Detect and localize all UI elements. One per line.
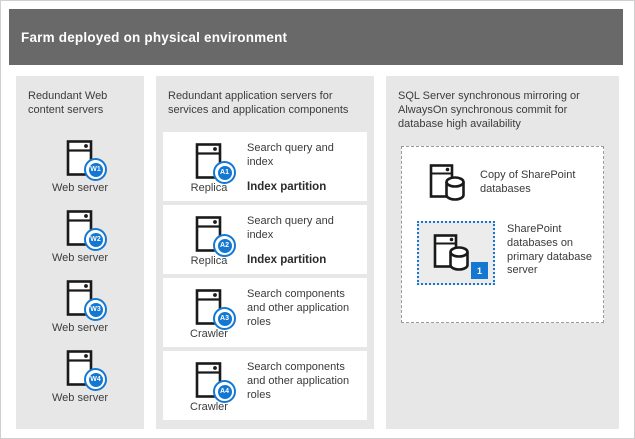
panel-sql-title: SQL Server synchronous mirroring or Alwa… bbox=[398, 90, 580, 131]
web-server-list: W1 Web server W2 Web server W3 bbox=[16, 139, 144, 419]
primary-number-badge: 1 bbox=[471, 262, 488, 279]
app-card-bold-label: Index partition bbox=[247, 253, 327, 266]
web-server-item: W3 Web server bbox=[16, 279, 144, 349]
sql-high-availability-group: Copy of SharePoint databases 1 SharePoin… bbox=[401, 146, 604, 323]
app-server-card: A1 Replica Search query and index Index … bbox=[163, 132, 367, 202]
server-icon-wrap: W4 bbox=[65, 349, 107, 392]
app-card-description: Search query and index bbox=[247, 142, 334, 168]
app-server-role: Replica bbox=[190, 255, 228, 268]
server-badge: W3 bbox=[84, 298, 107, 322]
server-badge-label: W3 bbox=[88, 302, 103, 317]
app-card-icon-area: A2 Replica bbox=[171, 214, 247, 267]
server-badge: A4 bbox=[213, 380, 236, 404]
web-server-item: W4 Web server bbox=[16, 349, 144, 419]
server-badge: A1 bbox=[213, 161, 236, 185]
server-icon-wrap: A4 bbox=[194, 361, 236, 404]
app-card-icon-area: A3 Crawler bbox=[171, 287, 247, 340]
primary-databases-label: SharePoint databases on primary database… bbox=[507, 223, 592, 277]
panel-sql-mirroring: SQL Server synchronous mirroring or Alwa… bbox=[386, 76, 619, 429]
server-badge: W2 bbox=[84, 228, 107, 252]
panel-web-content-servers: Redundant Web content servers W1 Web ser… bbox=[16, 76, 144, 429]
app-server-card-list: A1 Replica Search query and index Index … bbox=[163, 132, 367, 421]
app-server-role: Replica bbox=[190, 182, 228, 195]
server-badge-label: W1 bbox=[88, 162, 103, 177]
panel-application-servers: Redundant application servers for servic… bbox=[156, 76, 374, 429]
server-badge-label: A3 bbox=[217, 311, 232, 326]
server-badge: W1 bbox=[84, 158, 107, 182]
app-card-text-area: Search components and other application … bbox=[247, 360, 363, 413]
primary-databases-row: 1 SharePoint databases on primary databa… bbox=[417, 221, 599, 285]
db-icon-wrap bbox=[432, 233, 470, 273]
app-card-description: Search query and index bbox=[247, 215, 334, 241]
app-server-card: A3 Crawler Search components and other a… bbox=[163, 278, 367, 348]
app-server-role: Crawler bbox=[190, 328, 228, 341]
primary-database-server-box: 1 bbox=[417, 221, 495, 285]
app-card-bold-label: Index partition bbox=[247, 180, 327, 193]
copy-databases-label: Copy of SharePoint databases bbox=[480, 169, 576, 195]
server-badge: W4 bbox=[84, 368, 107, 392]
web-server-label: Web server bbox=[51, 252, 109, 265]
server-badge-label: A2 bbox=[217, 238, 232, 253]
web-server-item: W2 Web server bbox=[16, 209, 144, 279]
app-card-description: Search components and other application … bbox=[247, 361, 350, 401]
app-card-text-area: Search query and index Index partition bbox=[247, 141, 363, 194]
server-badge: A2 bbox=[213, 234, 236, 258]
app-card-text-area: Search components and other application … bbox=[247, 287, 363, 340]
app-server-role: Crawler bbox=[190, 401, 228, 414]
database-server-icon bbox=[429, 164, 465, 201]
app-card-icon-area: A1 Replica bbox=[171, 141, 247, 194]
web-server-label: Web server bbox=[51, 392, 109, 405]
server-badge-label: A1 bbox=[217, 165, 232, 180]
app-server-card: A2 Replica Search query and index Index … bbox=[163, 205, 367, 275]
db-icon-wrap bbox=[428, 163, 466, 203]
server-badge-label: W4 bbox=[88, 372, 103, 387]
server-icon-wrap: W3 bbox=[65, 279, 107, 322]
web-server-label: Web server bbox=[51, 182, 109, 195]
app-card-description: Search components and other application … bbox=[247, 288, 350, 328]
copy-databases-row: Copy of SharePoint databases bbox=[428, 163, 597, 203]
server-badge-label: W2 bbox=[88, 232, 103, 247]
server-badge-label: A4 bbox=[217, 384, 232, 399]
web-server-item: W1 Web server bbox=[16, 139, 144, 209]
app-server-card: A4 Crawler Search components and other a… bbox=[163, 351, 367, 421]
server-icon-wrap: W2 bbox=[65, 209, 107, 252]
web-server-label: Web server bbox=[51, 322, 109, 335]
server-icon-wrap: A3 bbox=[194, 288, 236, 331]
database-server-icon bbox=[433, 234, 469, 271]
app-card-icon-area: A4 Crawler bbox=[171, 360, 247, 413]
server-icon-wrap: W1 bbox=[65, 139, 107, 182]
server-badge: A3 bbox=[213, 307, 236, 331]
server-icon-wrap: A1 bbox=[194, 142, 236, 185]
panel-app-title: Redundant application servers for servic… bbox=[168, 90, 349, 117]
diagram-title: Farm deployed on physical environment bbox=[21, 29, 288, 45]
diagram-header: Farm deployed on physical environment bbox=[9, 9, 623, 65]
panel-web-title: Redundant Web content servers bbox=[28, 90, 108, 117]
server-icon-wrap: A2 bbox=[194, 215, 236, 258]
app-card-text-area: Search query and index Index partition bbox=[247, 214, 363, 267]
